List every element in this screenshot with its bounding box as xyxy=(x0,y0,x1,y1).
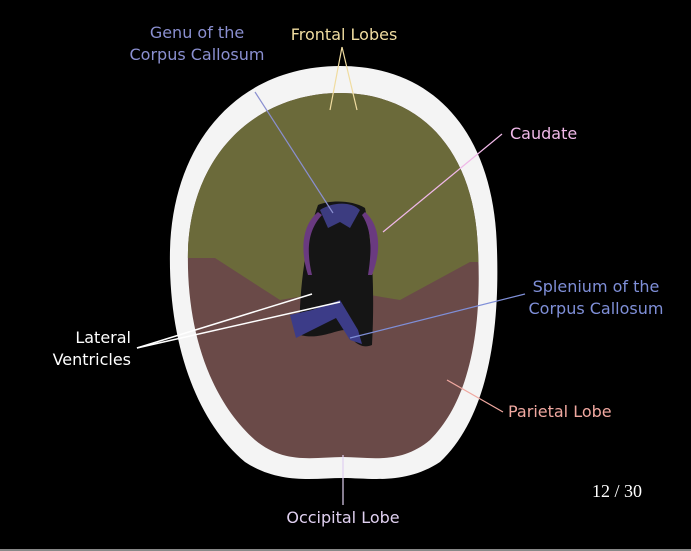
frontal-pointer-right xyxy=(341,46,358,111)
splenium-label-line1: Splenium of the xyxy=(533,277,660,296)
genu-label-line2: Corpus Callosum xyxy=(130,45,265,64)
lateral-pointer-2 xyxy=(136,301,341,349)
parietal-pointer xyxy=(446,379,504,413)
caudate-label: Caudate xyxy=(510,124,577,143)
lateral-label-line1: Lateral xyxy=(75,328,131,347)
parietal-label: Parietal Lobe xyxy=(508,402,612,421)
caudate-region xyxy=(303,212,379,275)
splenium-label-line2: Corpus Callosum xyxy=(529,299,664,318)
splenium-region xyxy=(290,300,362,344)
splenium-pointer xyxy=(349,293,526,339)
lateral-label-line2: Ventricles xyxy=(53,350,131,369)
frontal-label: Frontal Lobes xyxy=(291,25,398,44)
genu-region xyxy=(320,203,360,228)
occipital-label: Occipital Lobe xyxy=(286,508,399,527)
genu-pointer xyxy=(254,91,334,214)
slide-counter: 12 / 30 xyxy=(592,481,643,501)
caudate-pointer xyxy=(382,133,503,233)
genu-label-line1: Genu of the xyxy=(150,23,244,42)
frontal-region xyxy=(187,93,479,300)
lateral-pointer-1 xyxy=(136,293,313,349)
bottom-divider xyxy=(0,549,691,551)
frontal-pointer-left xyxy=(329,46,343,111)
